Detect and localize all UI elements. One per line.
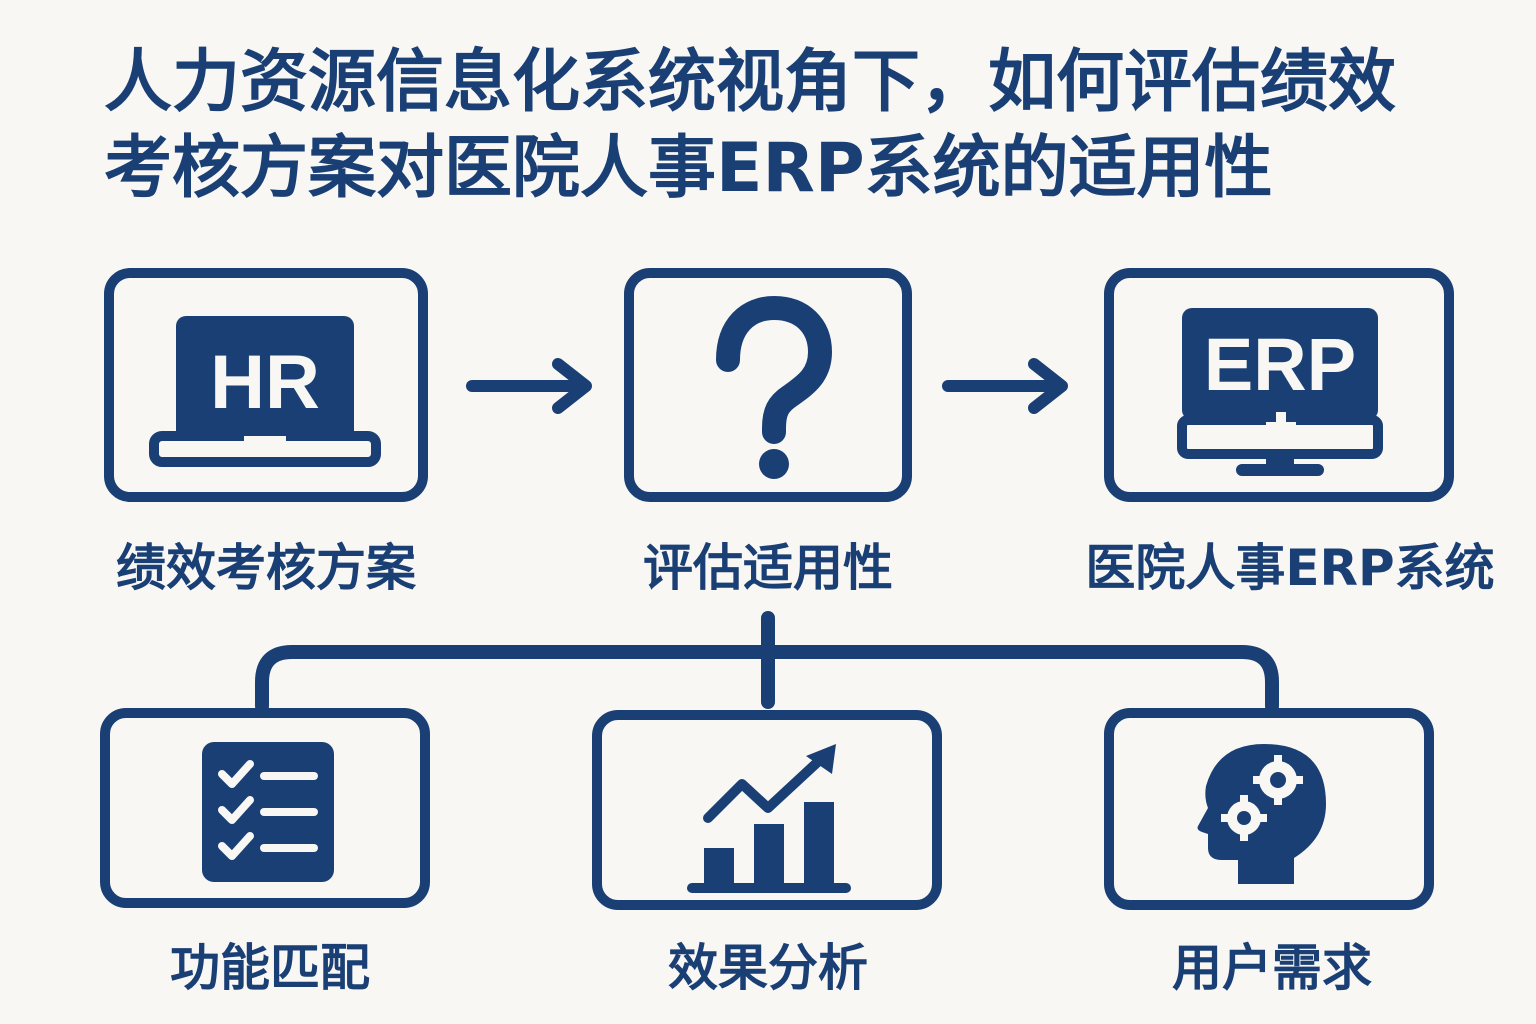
flow-box-erp-system: ERP [1104, 268, 1454, 502]
hr-laptop-icon: HR [149, 316, 381, 467]
factor-box-function-match [100, 708, 430, 908]
arrow-right-icon [942, 358, 1068, 414]
bar-chart-trend-icon [687, 744, 851, 893]
erp-monitor-icon: ERP [1177, 308, 1383, 476]
flow-label-evaluate: 评估适用性 [643, 539, 893, 597]
title-line-2: 考核方案对医院人事ERP系统的适用性 [104, 129, 1273, 208]
title-line-1: 人力资源信息化系统视角下，如何评估绩效 [104, 43, 1397, 122]
flow-label-erp-system: 医院人事ERP系统 [1085, 539, 1495, 597]
hr-icon-text: HR [210, 340, 320, 425]
factor-box-effect-analysis [592, 710, 942, 910]
factor-label-user-needs: 用户需求 [1172, 939, 1372, 997]
factor-label-function-match: 功能匹配 [170, 939, 370, 997]
flow-label-performance-plan: 绩效考核方案 [116, 539, 416, 597]
arrow-right-icon [466, 358, 592, 414]
flow-box-performance-plan: HR [104, 268, 428, 502]
branch-connector [255, 611, 1279, 713]
head-gears-icon [1197, 744, 1326, 884]
question-mark-icon [716, 295, 833, 479]
page-title: 人力资源信息化系统视角下，如何评估绩效 考核方案对医院人事ERP系统的适用性 [104, 40, 1524, 212]
factor-label-effect-analysis: 效果分析 [668, 939, 868, 997]
factor-box-user-needs [1104, 708, 1434, 910]
checklist-icon [202, 742, 334, 882]
flow-box-evaluate [624, 268, 912, 502]
erp-icon-text: ERP [1204, 323, 1356, 406]
